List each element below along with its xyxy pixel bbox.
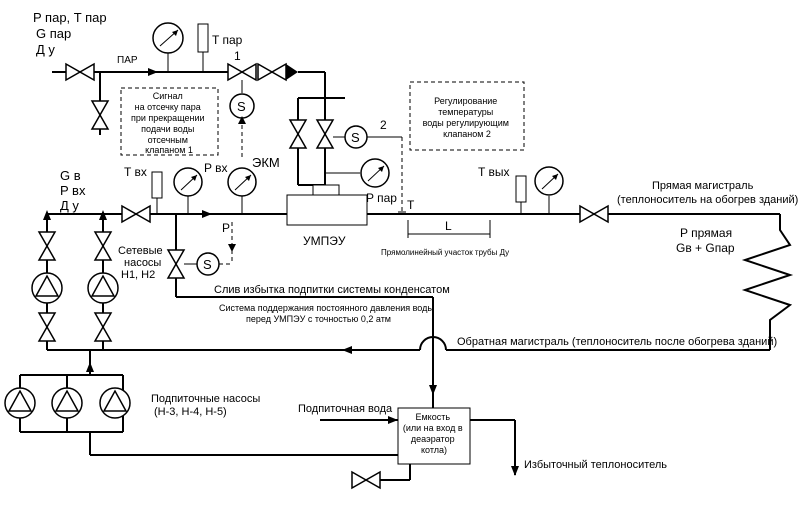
steam-pressure-gauge-2 [360,158,390,188]
steam-params-line1: P пар, T пар [33,10,107,25]
regulation-box [409,81,525,151]
network-pump-h2[interactable] [87,272,119,304]
return-pipe-crossover [419,336,447,351]
drain-valve[interactable] [166,249,186,279]
pressure-system-line1: Система поддержания постоянного давления… [219,303,434,313]
makeup-water-arrow [388,416,398,424]
excess-arrow [511,466,519,476]
signal-box [120,87,219,156]
pump2-bottom-valve[interactable] [93,312,113,342]
net-pumps-label2: насосы [124,257,161,269]
pump1-arrow [43,210,51,220]
t-in-label: T вх [124,165,147,179]
network-pump-h1[interactable] [31,272,63,304]
steam-pressure-gauge [152,22,184,54]
t-out-label: T вых [478,165,509,179]
makeup-pump-h4[interactable] [51,387,83,419]
water-flow-arrow [202,210,212,218]
makeup-pump-h5[interactable] [99,387,131,419]
water-outlet-valve[interactable] [579,204,609,224]
valve1-solenoid-s: S [237,99,246,114]
t-marker-label: T [407,198,415,212]
water-inlet-valve[interactable] [121,204,151,224]
t-out-thermometer [515,175,527,203]
steam-flow-arrow [148,68,158,76]
water-params-line3: Д у [60,198,79,213]
valve1-number: 1 [234,49,241,63]
bypass-valve[interactable] [288,119,308,149]
steam-params-line2: G пар [36,26,71,41]
pump2-top-valve[interactable] [93,231,113,261]
makeup-water-label: Подпиточная вода [298,403,393,415]
pump1-bottom-valve[interactable] [37,312,57,342]
check-valve[interactable] [257,62,298,82]
net-pumps-label1: Сетевые [118,245,163,257]
makeup-pump-h3[interactable] [4,387,36,419]
valve2-solenoid-s: S [351,130,360,145]
water-params-label: G в P вх Д у [60,168,86,213]
ekm-label: ЭКМ [252,155,280,170]
ekm-signal-arrow [238,116,246,124]
cutoff-valve-1[interactable] [227,62,257,82]
tank [397,407,471,465]
drain-arrow [429,385,437,395]
steam-drain-valve[interactable] [90,100,110,130]
regulating-valve-2[interactable] [315,119,335,149]
p-out-gauge [534,166,564,196]
steam-temp-label: T пар [212,33,243,47]
straight-section-label: Прямолинейный участок трубы Ду [381,248,509,257]
tank-label: Емкость (или на вход в деаэратор котла) [403,412,465,455]
net-pumps-label3: Н1, Н2 [121,269,155,281]
flow-sum-label: Gв + Gпар [676,241,735,255]
direct-main-sub: (теплоноситель на обогрев зданий) [617,194,798,206]
signal-box-text: Сигнал на отсечку пара при прекращении п… [131,91,207,155]
water-params-line2: P вх [60,183,86,198]
makeup-pumps-label2: (Н-3, Н-4, Н-5) [154,406,227,418]
ekm-gauge [227,167,257,197]
water-params-line1: G в [60,168,81,183]
umpeu-label: УМПЭУ [303,234,346,248]
p-direct-label: P прямая [680,226,732,240]
regulation-box-text: Регулирование температуры воды регулирую… [423,96,512,139]
p-steam-label: P пар [366,191,397,205]
t-in-thermometer [151,171,163,199]
steam-inlet-valve[interactable] [65,62,95,82]
tank-drain-valve[interactable] [351,470,381,490]
makeup-pumps-label1: Подпиточные насосы [151,393,260,405]
excess-label: Избыточный теплоноситель [524,459,667,471]
pump2-arrow [99,210,107,220]
pressure-system-line2: перед УМПЭУ с точностью 0,2 атм [246,314,391,324]
valve2-number: 2 [380,118,387,132]
steam-thermometer [197,23,209,53]
drain-solenoid-s: S [203,257,212,272]
drain-label: Слив избытка подпитки системы конденсато… [214,284,450,296]
p-in-label: P вх [204,161,228,175]
return-main-label: Обратная магистраль (теплоноситель после… [457,336,777,348]
umpeu-unit [286,194,368,226]
length-label: L [445,219,452,233]
pump1-top-valve[interactable] [37,231,57,261]
pressure-signal-arrow [228,244,236,252]
makeup-riser-arrow [86,362,94,372]
umpeu-nozzle [312,184,340,196]
p-in-gauge [173,167,203,197]
steam-params-line3: Д у [36,42,55,57]
steam-line-label: ПАР [117,55,138,66]
direct-main-label: Прямая магистраль [652,180,754,192]
p-label: P [222,221,230,235]
return-arrow [342,346,352,354]
steam-params-label: P пар, T пар G пар Д у [33,10,107,57]
building-load-coil [741,214,794,350]
